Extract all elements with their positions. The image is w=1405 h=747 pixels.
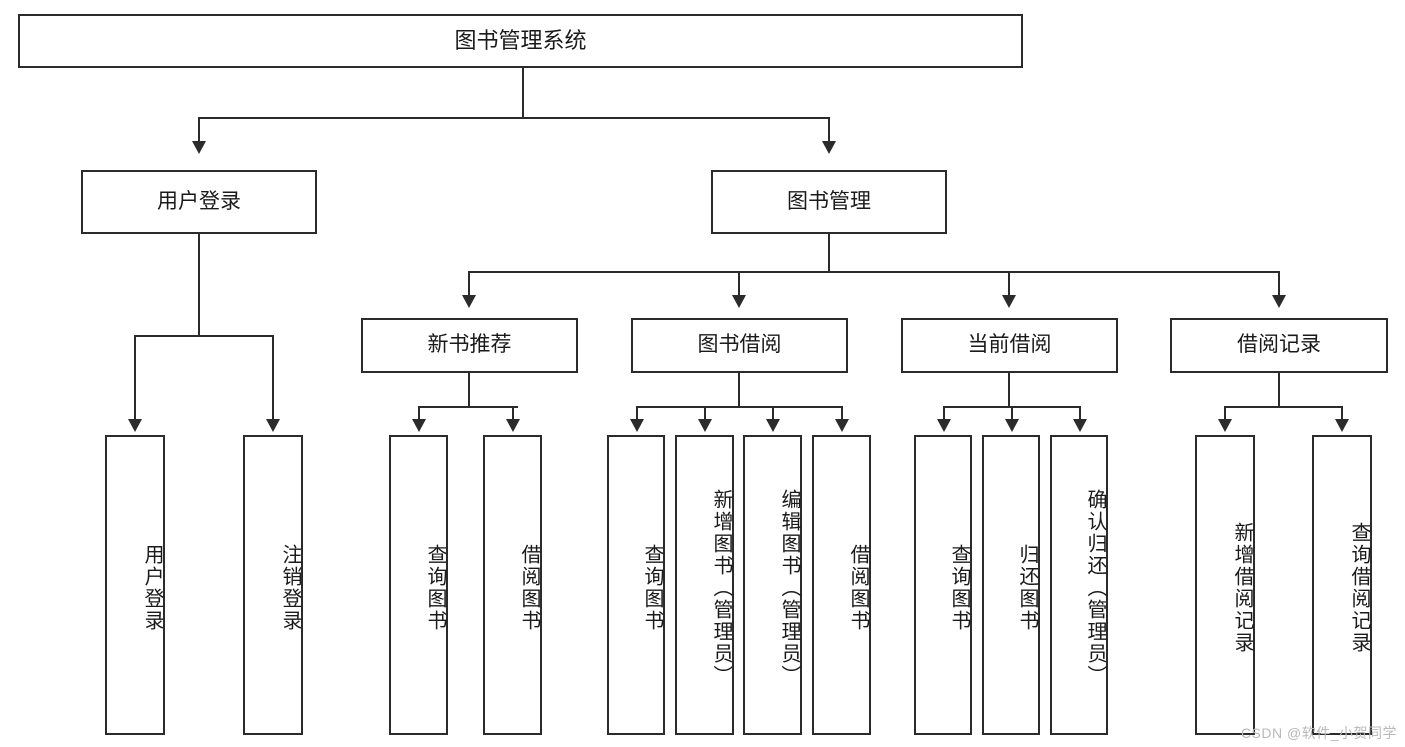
connector-borrow-record-branch-1: [1224, 406, 1226, 421]
arrow-user-login-leaf-1: [128, 419, 142, 432]
connector-user-login-stem: [198, 234, 200, 336]
connector-user-login-bus: [134, 335, 272, 337]
leaf-edit-book[interactable]: 编辑图书（管理员）: [743, 435, 802, 735]
connector-book-management-bus: [468, 271, 1280, 273]
connector-book-borrow-branch-1: [636, 406, 638, 421]
connector-book-borrow-branch-2: [704, 406, 706, 421]
node-label: 新增图书（管理员）: [710, 489, 732, 687]
node-label: 用户登录: [157, 189, 241, 213]
node-label: 编辑图书（管理员）: [778, 489, 800, 687]
arrow-book-borrow-leaf-4: [835, 419, 849, 432]
connector-user-login-branch-1: [134, 335, 136, 421]
node-label: 借阅记录: [1237, 333, 1321, 357]
connector-new-book-stem: [468, 373, 470, 407]
node-label: 查询借阅记录: [1348, 522, 1370, 654]
node-label: 查询图书: [641, 544, 663, 632]
arrow-root-to-user-login: [192, 141, 206, 154]
connector-borrow-record-bus: [1224, 406, 1342, 408]
connector-bm-to-book-borrow: [738, 271, 740, 297]
connector-new-book-branch-2: [512, 406, 514, 421]
node-label: 图书借阅: [697, 333, 782, 357]
connector-bm-to-current-borrow: [1008, 271, 1010, 297]
arrow-borrow-record-leaf-2: [1335, 419, 1349, 432]
node-label: 查询图书: [948, 544, 970, 632]
leaf-add-book[interactable]: 新增图书（管理员）: [675, 435, 734, 735]
leaf-query-book-1[interactable]: 查询图书: [389, 435, 448, 735]
connector-current-borrow-branch-2: [1011, 406, 1013, 421]
connector-new-book-bus: [418, 406, 518, 408]
arrow-new-book-leaf-1: [412, 419, 426, 432]
arrow-current-borrow-leaf-1: [937, 419, 951, 432]
node-label: 查询图书: [424, 544, 446, 632]
watermark: CSDN @软件_小贺同学: [1240, 725, 1397, 741]
node-new-book-recommend[interactable]: 新书推荐: [361, 318, 578, 373]
node-label: 借阅图书: [518, 544, 540, 632]
arrow-book-borrow-leaf-1: [630, 419, 644, 432]
node-book-borrow[interactable]: 图书借阅: [631, 318, 848, 373]
leaf-user-logout[interactable]: 注销登录: [243, 435, 303, 735]
leaf-user-login[interactable]: 用户登录: [105, 435, 165, 735]
node-label: 新书推荐: [427, 333, 512, 357]
arrow-borrow-record-leaf-1: [1218, 419, 1232, 432]
connector-current-borrow-branch-3: [1079, 406, 1081, 421]
node-label: 图书管理系统: [454, 28, 587, 54]
node-label: 新增借阅记录: [1231, 522, 1253, 654]
connector-root-to-book-management: [828, 117, 830, 143]
connector-bm-to-new-book: [468, 271, 470, 297]
arrow-bm-to-current-borrow: [1002, 295, 1016, 308]
connector-user-login-branch-2: [272, 335, 274, 421]
connector-root-stem: [522, 68, 524, 118]
connector-current-borrow-branch-1: [943, 406, 945, 421]
node-label: 图书管理: [787, 189, 871, 213]
arrow-current-borrow-leaf-3: [1073, 419, 1087, 432]
leaf-query-record[interactable]: 查询借阅记录: [1312, 435, 1372, 735]
arrow-new-book-leaf-2: [506, 419, 520, 432]
leaf-return-book[interactable]: 归还图书: [982, 435, 1040, 735]
arrow-book-borrow-leaf-3: [766, 419, 780, 432]
arrow-bm-to-borrow-record: [1272, 295, 1286, 308]
connector-root-bus: [198, 117, 830, 119]
node-current-borrow[interactable]: 当前借阅: [901, 318, 1118, 373]
leaf-confirm-return[interactable]: 确认归还（管理员）: [1050, 435, 1108, 735]
connector-bm-to-borrow-record: [1278, 271, 1280, 297]
connector-book-borrow-branch-3: [772, 406, 774, 421]
leaf-borrow-book-2[interactable]: 借阅图书: [812, 435, 871, 735]
leaf-query-book-2[interactable]: 查询图书: [607, 435, 665, 735]
node-label: 借阅图书: [847, 544, 869, 632]
connector-book-borrow-bus: [636, 406, 842, 408]
connector-current-borrow-stem: [1008, 373, 1010, 407]
connector-new-book-branch-1: [418, 406, 420, 421]
arrow-bm-to-new-book: [462, 295, 476, 308]
arrow-current-borrow-leaf-2: [1005, 419, 1019, 432]
leaf-borrow-book-1[interactable]: 借阅图书: [483, 435, 542, 735]
connector-borrow-record-stem: [1278, 373, 1280, 407]
arrow-root-to-book-management: [822, 141, 836, 154]
node-root[interactable]: 图书管理系统: [18, 14, 1023, 68]
node-borrow-record[interactable]: 借阅记录: [1170, 318, 1388, 373]
node-label: 用户登录: [141, 544, 163, 632]
node-book-management[interactable]: 图书管理: [711, 170, 947, 234]
arrow-user-login-leaf-2: [266, 419, 280, 432]
arrow-bm-to-book-borrow: [732, 295, 746, 308]
connector-book-borrow-branch-4: [841, 406, 843, 421]
connector-borrow-record-branch-2: [1341, 406, 1343, 421]
leaf-add-record[interactable]: 新增借阅记录: [1195, 435, 1255, 735]
node-label: 确认归还（管理员）: [1084, 489, 1106, 687]
node-label: 当前借阅: [967, 333, 1052, 357]
connector-root-to-user-login: [198, 117, 200, 143]
arrow-book-borrow-leaf-2: [698, 419, 712, 432]
leaf-query-book-3[interactable]: 查询图书: [914, 435, 972, 735]
connector-book-management-stem: [828, 234, 830, 272]
node-user-login[interactable]: 用户登录: [81, 170, 317, 234]
node-label: 归还图书: [1016, 544, 1038, 632]
connector-book-borrow-stem: [738, 373, 740, 407]
node-label: 注销登录: [279, 544, 301, 632]
